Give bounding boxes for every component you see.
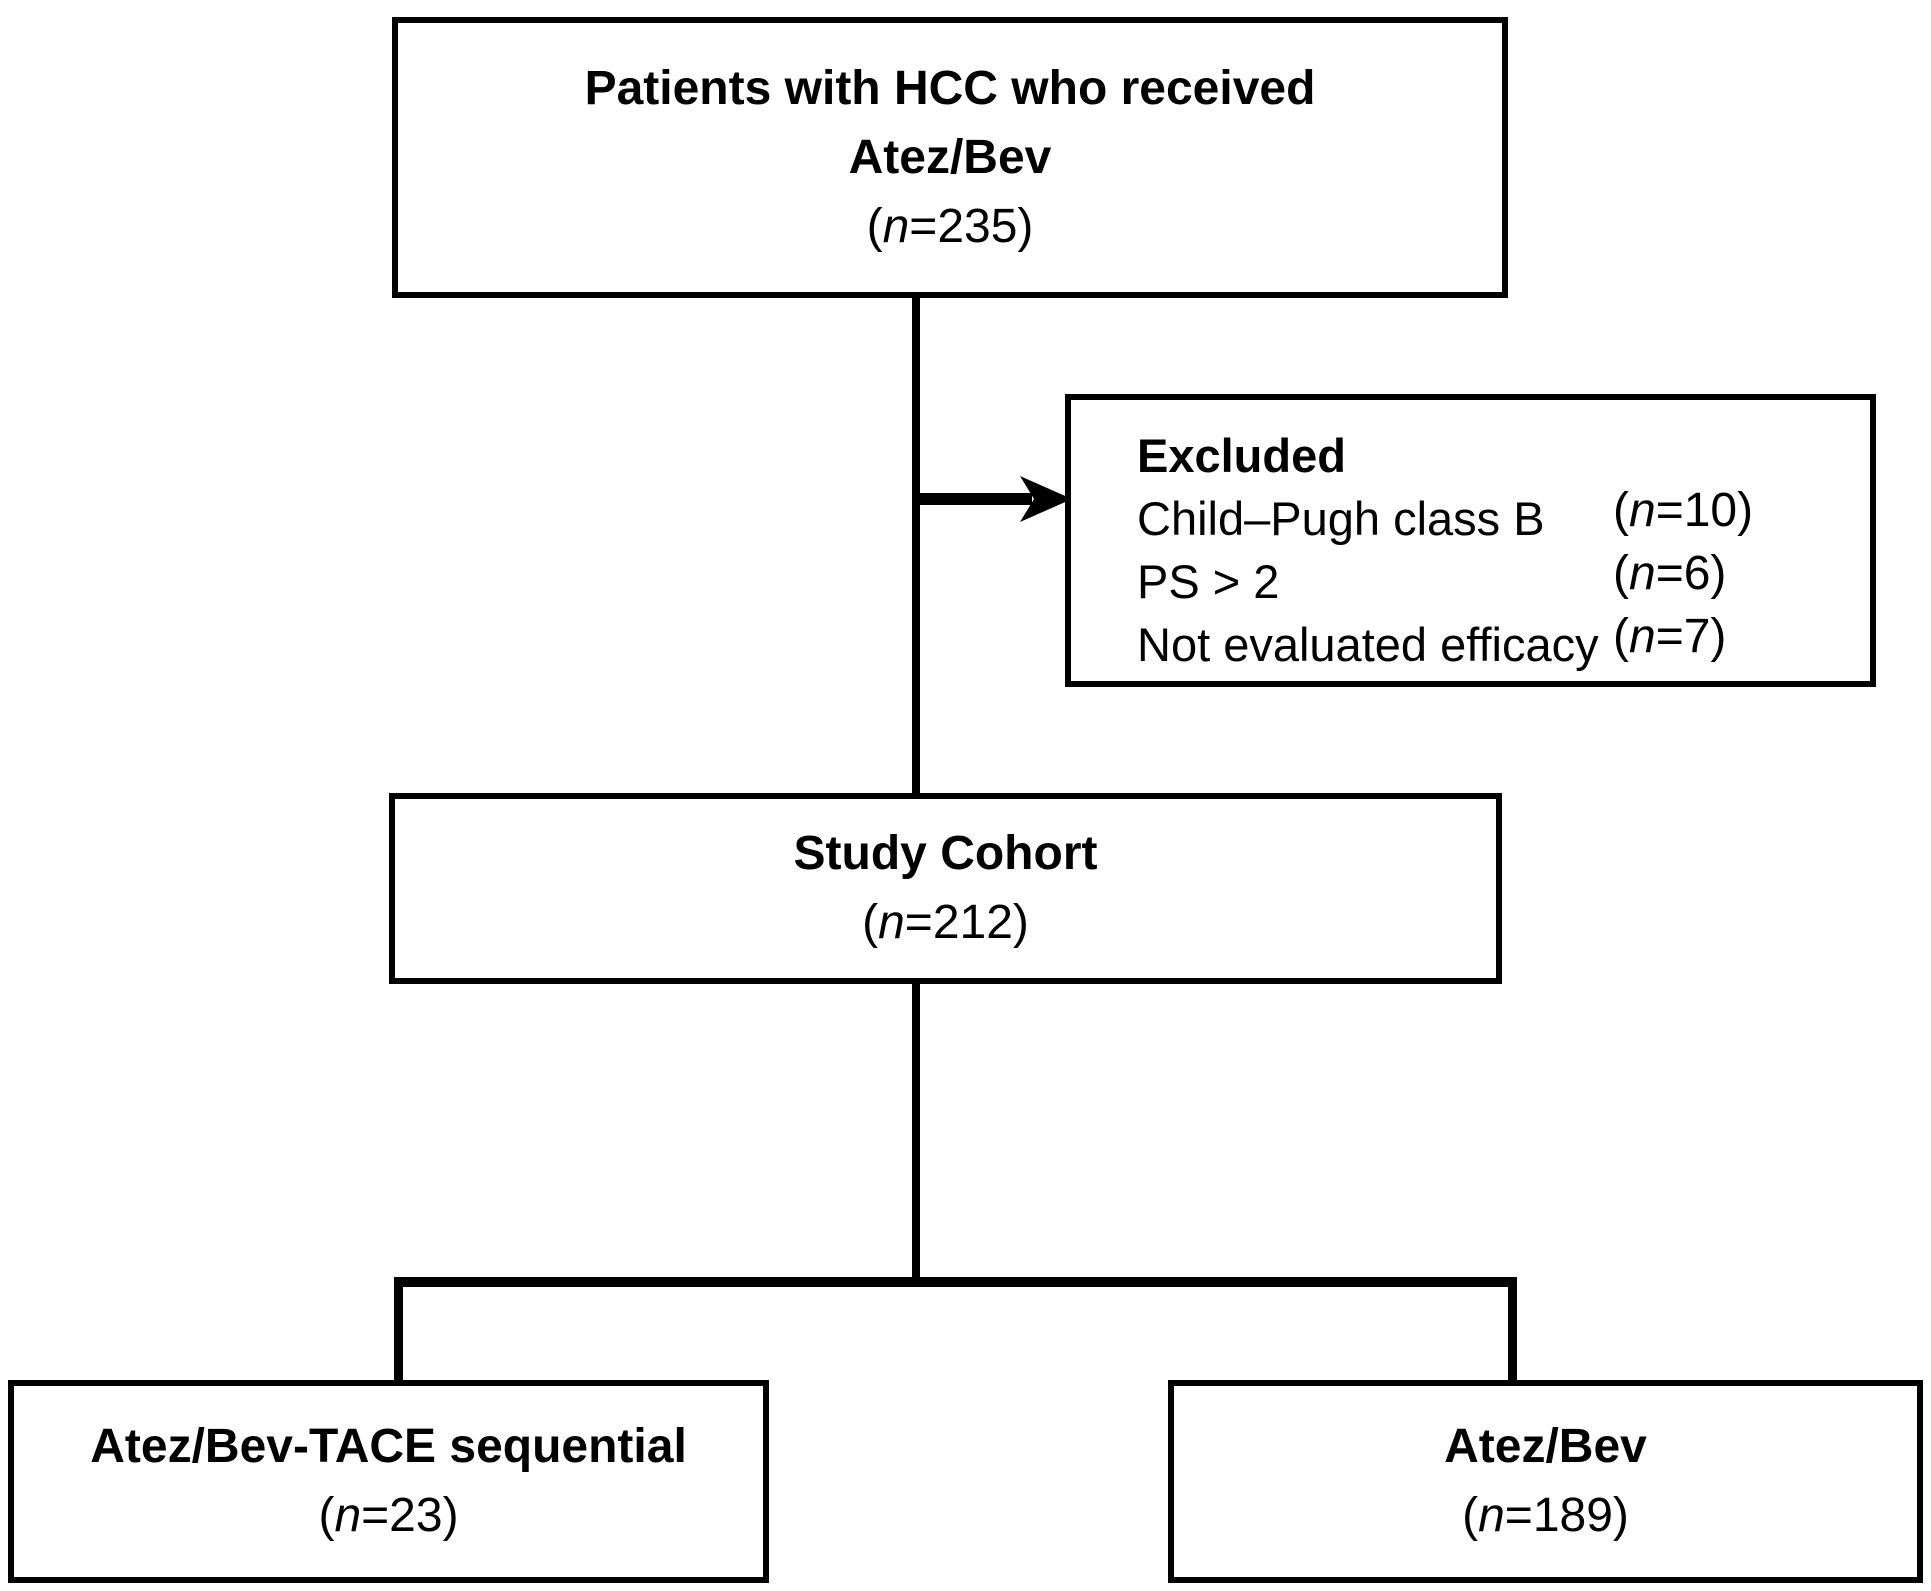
- excluded-item-label: PS > 2: [1137, 555, 1280, 608]
- count-n-symbol: n: [882, 199, 910, 253]
- excluded-row: Not evaluated efficacy (n=7): [1137, 613, 1726, 676]
- count-value: =189): [1504, 1489, 1629, 1542]
- excluded-title: Excluded: [1137, 429, 1346, 482]
- atez-bev-count: (n=189): [1462, 1492, 1629, 1540]
- count-open-paren: (: [318, 1489, 335, 1542]
- count-open-paren: (: [862, 896, 879, 949]
- count-value: =10): [1655, 484, 1754, 537]
- count-open-paren: (: [1462, 1489, 1479, 1542]
- enrollment-box: Patients with HCC who received Atez/Bev …: [392, 17, 1508, 298]
- excluded-box: Excluded Child–Pugh class B (n=10) PS > …: [1065, 394, 1876, 687]
- excluded-item-count: (n=6): [1613, 550, 1726, 613]
- tace-sequential-title: Atez/Bev-TACE sequential: [90, 1420, 687, 1473]
- tace-sequential-box: Atez/Bev-TACE sequential (n=23): [8, 1380, 769, 1583]
- enrollment-count: (n=235): [866, 199, 1034, 253]
- excluded-row: PS > 2 (n=6): [1137, 550, 1726, 613]
- excluded-item-label: Not evaluated efficacy: [1137, 618, 1599, 671]
- connector-enrollment-to-cohort: [912, 296, 920, 794]
- excluded-item-count: (n=10): [1613, 487, 1753, 550]
- count-n-symbol: n: [334, 1489, 362, 1542]
- count-open-paren: (: [866, 199, 883, 253]
- count-value: =6): [1655, 547, 1727, 600]
- excluded-item-label: Child–Pugh class B: [1137, 492, 1545, 545]
- enrollment-title-line1: Patients with HCC who received: [584, 61, 1316, 115]
- count-n-symbol: n: [1628, 547, 1656, 600]
- atez-bev-box: Atez/Bev (n=189): [1168, 1380, 1923, 1583]
- count-n-symbol: n: [1628, 610, 1656, 663]
- count-value: =7): [1655, 610, 1727, 663]
- exclusion-arrow-icon: [916, 476, 1072, 522]
- exclusion-arrowhead-icon: [1020, 476, 1072, 522]
- connector-cohort-to-split: [912, 983, 920, 1279]
- count-n-symbol: n: [1478, 1489, 1505, 1542]
- excluded-row: Child–Pugh class B (n=10): [1137, 487, 1753, 550]
- excluded-item-count: (n=7): [1613, 613, 1726, 676]
- study-cohort-count: (n=212): [862, 899, 1029, 947]
- study-cohort-title: Study Cohort: [793, 827, 1098, 880]
- split-horizontal-bar: [394, 1277, 1517, 1287]
- count-value: =23): [361, 1489, 459, 1542]
- enrollment-title-line2: Atez/Bev: [848, 130, 1052, 184]
- count-open-paren: (: [1613, 610, 1629, 663]
- count-n-symbol: n: [1628, 484, 1656, 537]
- split-drop-left: [394, 1277, 403, 1382]
- split-drop-right: [1508, 1277, 1517, 1382]
- atez-bev-title: Atez/Bev: [1444, 1420, 1647, 1473]
- study-cohort-box: Study Cohort (n=212): [389, 793, 1502, 984]
- count-open-paren: (: [1613, 484, 1629, 537]
- tace-sequential-count: (n=23): [318, 1492, 458, 1540]
- exclusion-arrow-shaft: [916, 493, 1032, 505]
- count-value: =235): [909, 199, 1034, 253]
- count-open-paren: (: [1613, 547, 1629, 600]
- count-value: =212): [904, 896, 1029, 949]
- count-n-symbol: n: [878, 896, 905, 949]
